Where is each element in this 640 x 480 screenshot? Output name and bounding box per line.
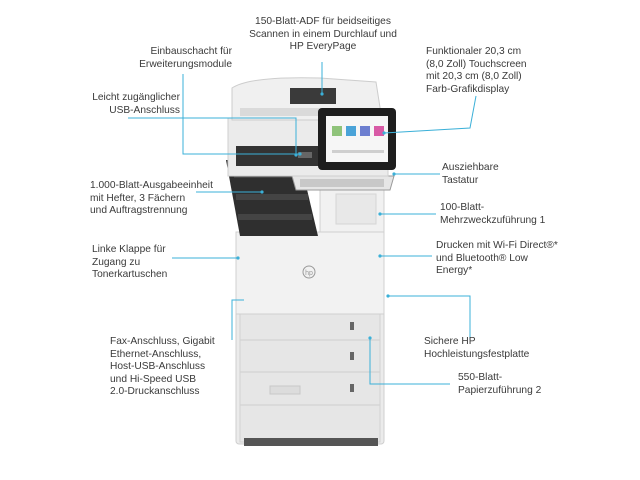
callout-usb-access: Leicht zugänglicher USB-Anschluss [92, 92, 180, 116]
usb-port-icon [298, 152, 312, 158]
tray-handle-3 [350, 384, 354, 392]
printer-stand [239, 311, 381, 443]
svg-text:hp: hp [305, 270, 313, 277]
callout-lines [128, 62, 477, 385]
tray-handle-2 [350, 352, 354, 360]
tray-handle-1 [350, 322, 354, 330]
callout-expansion-slot: Einbauschacht für Erweiterungsmodule [139, 46, 232, 70]
touchscreen-display [326, 116, 388, 162]
printer-feet [244, 438, 378, 446]
callout-wireless: Drucken mit Wi-Fi Direct®* und Bluetooth… [436, 240, 558, 276]
printer-front-panel [235, 231, 385, 315]
callout-hard-disk: Sichere HP Hochleistungsfestplatte [424, 336, 530, 360]
callout-keyboard: Ausziehbare Tastatur [442, 162, 499, 186]
callout-ports: Fax-Anschluss, Gigabit Ethernet-Anschlus… [110, 336, 215, 397]
callout-touchscreen: Funktionaler 20,3 cm (8,0 Zoll) Touchscr… [426, 46, 527, 95]
callout-output-unit: 1.000-Blatt-Ausgabeeinheit mit Hefter, 3… [90, 180, 213, 216]
callout-adf: 150-Blatt-ADF für beidseitiges Scannen i… [249, 16, 397, 52]
callout-mp-tray: 100-Blatt- Mehrzweckzuführung 1 [440, 202, 546, 226]
tray-label [269, 385, 301, 395]
callout-left-door: Linke Klappe für Zugang zu Tonerkartusch… [92, 244, 168, 280]
callout-tray2: 550-Blatt- Papierzuführung 2 [458, 372, 542, 396]
hp-logo-icon [302, 265, 316, 279]
